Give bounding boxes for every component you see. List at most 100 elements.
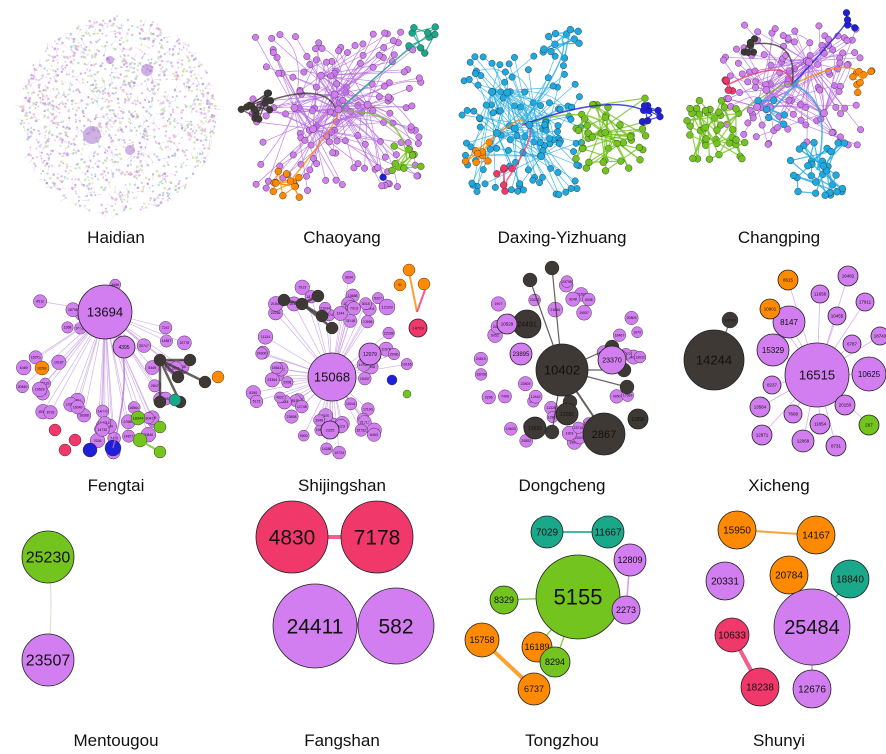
graph-node	[141, 190, 144, 193]
graph-node	[42, 161, 45, 164]
graph-node	[166, 40, 169, 44]
graph-node	[201, 127, 204, 130]
graph-edge	[56, 100, 58, 107]
graph-node	[39, 101, 42, 105]
graph-node	[99, 186, 103, 189]
graph-edge	[110, 142, 114, 148]
graph-node	[277, 293, 291, 307]
graph-node	[199, 63, 203, 67]
graph-node	[92, 90, 95, 93]
graph-node	[131, 61, 134, 64]
graph-node	[212, 115, 216, 118]
graph-node	[294, 279, 310, 295]
graph-node	[148, 100, 151, 103]
graph-node	[153, 137, 155, 139]
graph-node	[496, 61, 504, 69]
graph-node	[186, 126, 190, 129]
graph-node	[55, 87, 58, 91]
graph-node	[131, 141, 134, 144]
graph-node	[402, 263, 416, 277]
graph-node	[26, 137, 29, 141]
node-label: 15283	[31, 356, 41, 360]
graph-node	[77, 178, 80, 181]
graph-node	[213, 104, 217, 108]
graph-edge	[95, 158, 99, 164]
graph-node	[540, 45, 548, 53]
graph-edge	[823, 64, 848, 114]
graph-edge	[127, 196, 132, 202]
graph-edge	[256, 92, 338, 113]
graph-edge	[38, 150, 41, 157]
graph-node	[249, 394, 264, 409]
graph-node	[303, 172, 310, 180]
graph-node	[72, 149, 75, 152]
graph-edge	[756, 106, 858, 146]
graph-node	[65, 163, 68, 166]
graph-node	[147, 38, 151, 41]
graph-node	[762, 86, 771, 94]
graph-node	[573, 185, 581, 192]
graph-node	[116, 97, 120, 101]
graph-node	[346, 301, 361, 316]
graph-node	[123, 101, 126, 103]
graph-node	[575, 39, 583, 47]
graph-node	[112, 109, 115, 112]
node-label: 22246	[271, 311, 281, 315]
node-label: 5155	[554, 585, 603, 610]
node-label: 18725	[306, 295, 316, 299]
graph-node	[36, 93, 40, 97]
graph-node	[720, 56, 727, 64]
graph-node	[759, 298, 781, 320]
graph-node	[140, 164, 144, 168]
graph-node	[107, 94, 111, 97]
graph-node	[835, 88, 843, 95]
graph-edge	[71, 99, 76, 105]
graph-node	[139, 208, 142, 211]
graph-node	[51, 164, 54, 167]
node-label: 13688	[348, 294, 358, 298]
graph-node	[159, 201, 163, 204]
graph-node	[147, 58, 150, 61]
graph-node	[187, 78, 191, 82]
graph-node	[83, 160, 87, 164]
graph-node	[114, 35, 117, 38]
graph-node	[78, 120, 81, 123]
graph-node	[162, 191, 165, 195]
graph-node	[146, 138, 149, 141]
graph-node	[79, 28, 82, 31]
graph-node	[43, 116, 46, 119]
graph-node	[541, 121, 549, 129]
graph-xicheng: 1478916515142441532981471062510901861529…	[683, 265, 886, 457]
graph-node	[389, 37, 397, 45]
graph-node	[30, 154, 33, 157]
graph-node	[204, 120, 207, 123]
graph-edge	[149, 24, 153, 31]
graph-node	[307, 352, 357, 402]
graph-edge	[757, 39, 825, 114]
graph-node	[61, 68, 65, 71]
graph-edge	[26, 127, 32, 132]
graph-node	[138, 141, 142, 145]
graph-node	[200, 99, 203, 102]
graph-node	[203, 112, 207, 116]
graph-node	[168, 121, 172, 124]
graph-node	[752, 133, 760, 141]
graph-node	[43, 146, 46, 149]
node-label: 22805	[521, 382, 531, 386]
graph-node	[66, 177, 69, 180]
graph-node	[24, 114, 27, 117]
graph-node	[511, 54, 518, 61]
node-label: 23223	[530, 298, 540, 302]
graph-edge	[271, 38, 335, 95]
graph-node	[177, 186, 181, 190]
graph-node	[80, 44, 83, 47]
graph-node	[155, 155, 159, 158]
graph-node	[178, 38, 180, 41]
graph-node	[576, 93, 583, 101]
graph-node	[746, 106, 754, 114]
graph-edge	[158, 58, 162, 64]
graph-edge	[164, 50, 171, 55]
graph-node	[408, 102, 416, 110]
graph-node	[65, 73, 68, 76]
graph-node	[26, 99, 30, 102]
